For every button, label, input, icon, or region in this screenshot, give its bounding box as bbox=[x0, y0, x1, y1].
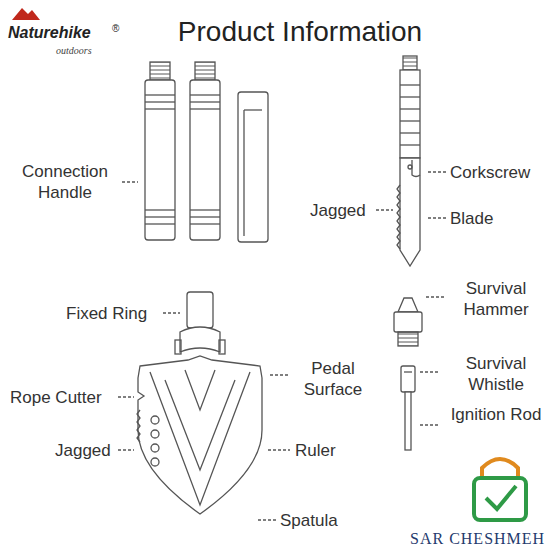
part-label: Survival Hammer bbox=[440, 278, 552, 320]
title: Product Information bbox=[130, 16, 470, 48]
part-label: Spatula bbox=[280, 510, 370, 531]
part-label: Jagged bbox=[55, 440, 119, 461]
watermark: SAR CHESHMEH bbox=[410, 528, 550, 549]
part-label: Jagged bbox=[310, 200, 374, 221]
part-label: Rope Cutter bbox=[10, 387, 118, 408]
registered-mark: ® bbox=[112, 18, 126, 39]
part-label: Ignition Rod bbox=[440, 404, 552, 425]
part-label: Fixed Ring bbox=[66, 303, 161, 324]
part-label: Pedal Surface bbox=[293, 358, 373, 400]
brand-logo: Naturehike bbox=[8, 22, 118, 43]
part-label: Corkscrew bbox=[450, 162, 555, 183]
part-label: Ruler bbox=[295, 440, 355, 461]
part-label: Blade bbox=[450, 208, 530, 229]
brand-tagline: outdoors bbox=[56, 40, 116, 61]
part-label: Connection Handle bbox=[10, 161, 120, 203]
part-label: Survival Whistle bbox=[440, 353, 552, 395]
